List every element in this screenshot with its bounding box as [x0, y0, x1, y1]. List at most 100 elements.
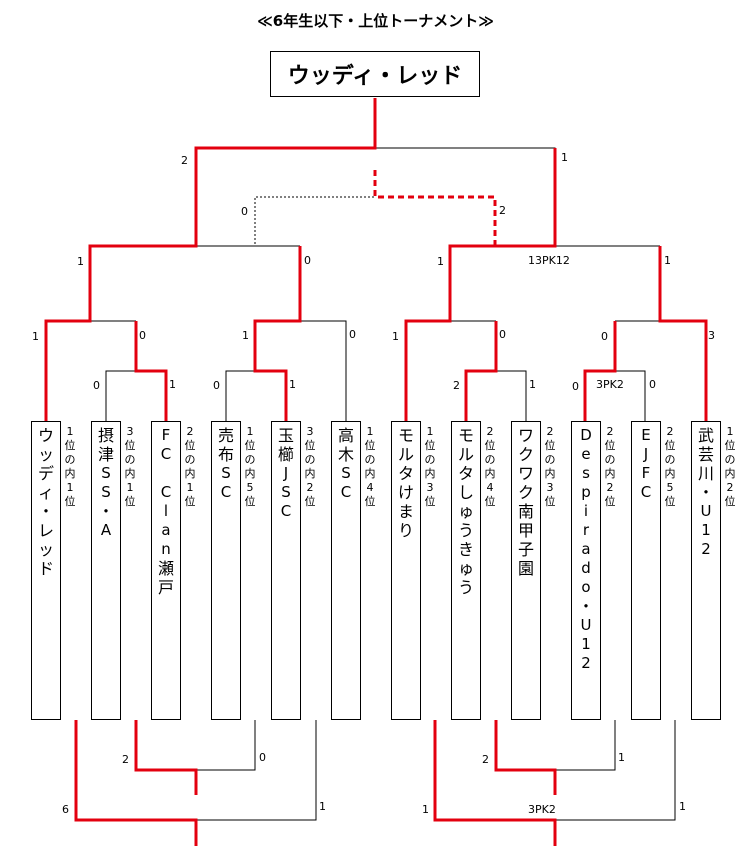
- score-sf-right-bottom: 1: [664, 254, 671, 267]
- score-qf2-left: 1: [242, 329, 249, 342]
- red-low-left-inner: [134, 720, 198, 795]
- red-qf4: [658, 246, 708, 421]
- score-low-right-outer-right: 1: [679, 800, 686, 813]
- red-sf-right: [404, 148, 557, 421]
- red-final-left: [44, 98, 377, 421]
- score-qf1-left: 1: [32, 330, 39, 343]
- line-r1c-right: [496, 370, 527, 421]
- score-final-right: 1: [561, 151, 568, 164]
- score-qf4-right: 3: [708, 329, 715, 342]
- line-qf2-right: [300, 320, 347, 421]
- score-qf4-left: 0: [601, 330, 608, 343]
- line-r1a-left: [105, 370, 136, 421]
- score-final-left: 2: [181, 154, 188, 167]
- score-r1d-pk: 3PK2: [596, 378, 624, 391]
- bracket-red-lines: [44, 98, 708, 846]
- red-qf1-right: [134, 321, 168, 421]
- line-r1d: [615, 370, 646, 421]
- score-r1c-left: 2: [453, 379, 460, 392]
- score-low-right-outer-left: 1: [422, 803, 429, 816]
- score-qf2-right: 0: [349, 328, 356, 341]
- score-low-right-inner-right: 1: [618, 751, 625, 764]
- score-low-left-inner-right: 0: [259, 751, 266, 764]
- red-low-right-outer: [433, 720, 557, 846]
- score-sf-left-top: 1: [77, 255, 84, 268]
- team-name: モルタしゅうきゅう: [457, 426, 474, 597]
- score-sf-right-top: 1: [437, 255, 444, 268]
- score-r1a-right: 1: [169, 378, 176, 391]
- score-r1d-left: 0: [572, 380, 579, 393]
- score-low-right-outer-pk: 3PK2: [528, 803, 556, 816]
- red-qf2: [253, 246, 302, 421]
- score-sf-right-pk: 13PK12: [528, 254, 570, 267]
- line-low-right-outer: [555, 720, 676, 821]
- red-qf3-right: [464, 321, 498, 421]
- score-r1b-left: 0: [213, 379, 220, 392]
- champion-box: ウッディ・レッド: [270, 51, 480, 97]
- score-low-left-outer-right: 1: [319, 800, 326, 813]
- score-third-right: 2: [499, 204, 506, 217]
- score-r1d-right: 0: [649, 378, 656, 391]
- line-low-left-outer: [196, 720, 317, 821]
- team-name: モルタけまり: [397, 426, 414, 540]
- score-qf1-right: 0: [139, 329, 146, 342]
- score-third-left: 0: [241, 205, 248, 218]
- score-sf-left-bottom: 0: [304, 254, 311, 267]
- red-third-right: [373, 170, 497, 246]
- team-box: ワクワク南甲子園: [511, 421, 541, 720]
- bracket-black-lines: [90, 147, 676, 821]
- red-low-right-inner: [494, 720, 557, 795]
- score-low-left-outer-left: 6: [62, 803, 69, 816]
- line-third-dotted: [254, 196, 375, 244]
- red-low-left-outer: [74, 720, 198, 846]
- red-r1d: [583, 321, 617, 421]
- score-r1c-right: 1: [529, 378, 536, 391]
- team-box: モルタしゅうきゅう: [451, 421, 481, 720]
- line-r1b-left: [225, 370, 255, 421]
- team-box: モルタけまり: [391, 421, 421, 720]
- page-title: ≪6年生以下・上位トーナメント≫: [257, 12, 494, 30]
- team-name: ワクワク南甲子園: [517, 426, 534, 578]
- score-low-left-inner-left: 2: [122, 753, 129, 766]
- score-r1a-left: 0: [93, 379, 100, 392]
- line-low-left-inner: [196, 720, 256, 771]
- score-qf3-right: 0: [499, 328, 506, 341]
- score-low-right-inner-left: 2: [482, 753, 489, 766]
- champion-name: ウッディ・レッド: [287, 64, 463, 89]
- line-low-right-inner: [555, 720, 616, 771]
- score-r1b-right: 1: [289, 378, 296, 391]
- score-qf3-left: 1: [392, 330, 399, 343]
- team-box: ウッディ・レッド: [31, 421, 61, 720]
- team-name: ウッディ・レッド: [37, 426, 54, 578]
